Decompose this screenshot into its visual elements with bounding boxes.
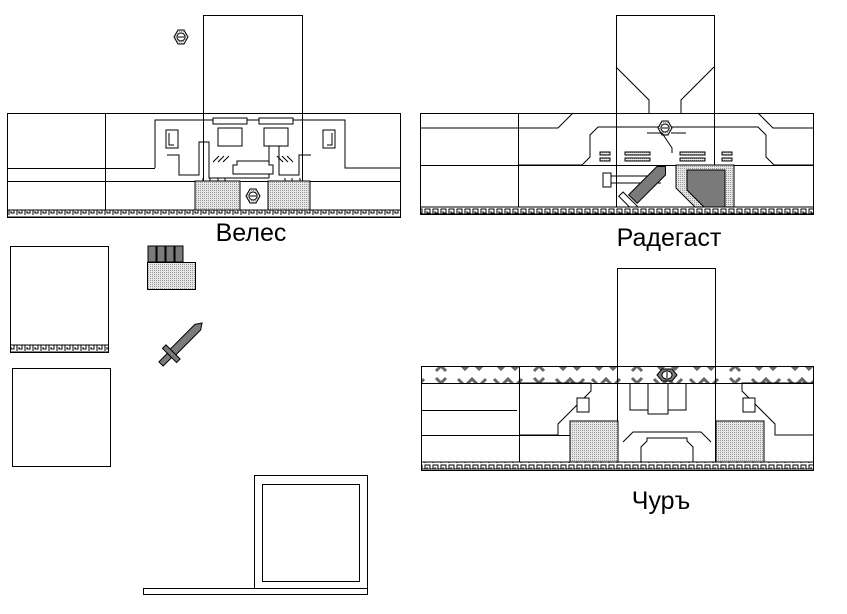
chur-hand-right xyxy=(715,420,765,464)
side-panel xyxy=(10,246,109,353)
emblem-icon xyxy=(657,120,673,136)
chur-hand-left xyxy=(569,420,619,464)
floor-strip xyxy=(143,588,368,595)
hand-icon xyxy=(147,245,196,290)
meander-border xyxy=(420,206,814,215)
veles-template: Велес xyxy=(7,15,401,247)
chur-label: Чуръ xyxy=(632,487,690,515)
veles-label: Велес xyxy=(216,219,287,247)
chur-template: Чуръ xyxy=(421,268,814,515)
veles-eye-left xyxy=(217,127,243,147)
radegast-template: Радегаст xyxy=(420,15,814,252)
meander-border xyxy=(7,209,401,218)
loose-parts xyxy=(10,245,368,595)
box-inner xyxy=(262,484,360,582)
base-panel xyxy=(12,368,111,467)
meander-border xyxy=(421,461,814,470)
eye-emblem-icon xyxy=(656,368,678,382)
emblem-icon xyxy=(173,29,189,45)
veles-hand-right xyxy=(267,180,311,211)
radegast-top-tab xyxy=(616,15,715,114)
veles-mouth xyxy=(232,160,274,175)
chur-top-tab xyxy=(617,268,716,367)
radegast-label: Радегаст xyxy=(617,224,722,252)
veles-top-tab xyxy=(203,15,303,114)
sword-icon xyxy=(158,322,203,367)
veles-brow-left xyxy=(212,117,248,125)
shield-icon xyxy=(675,164,735,212)
veles-hand-left xyxy=(194,180,241,211)
emblem-icon xyxy=(245,188,261,204)
